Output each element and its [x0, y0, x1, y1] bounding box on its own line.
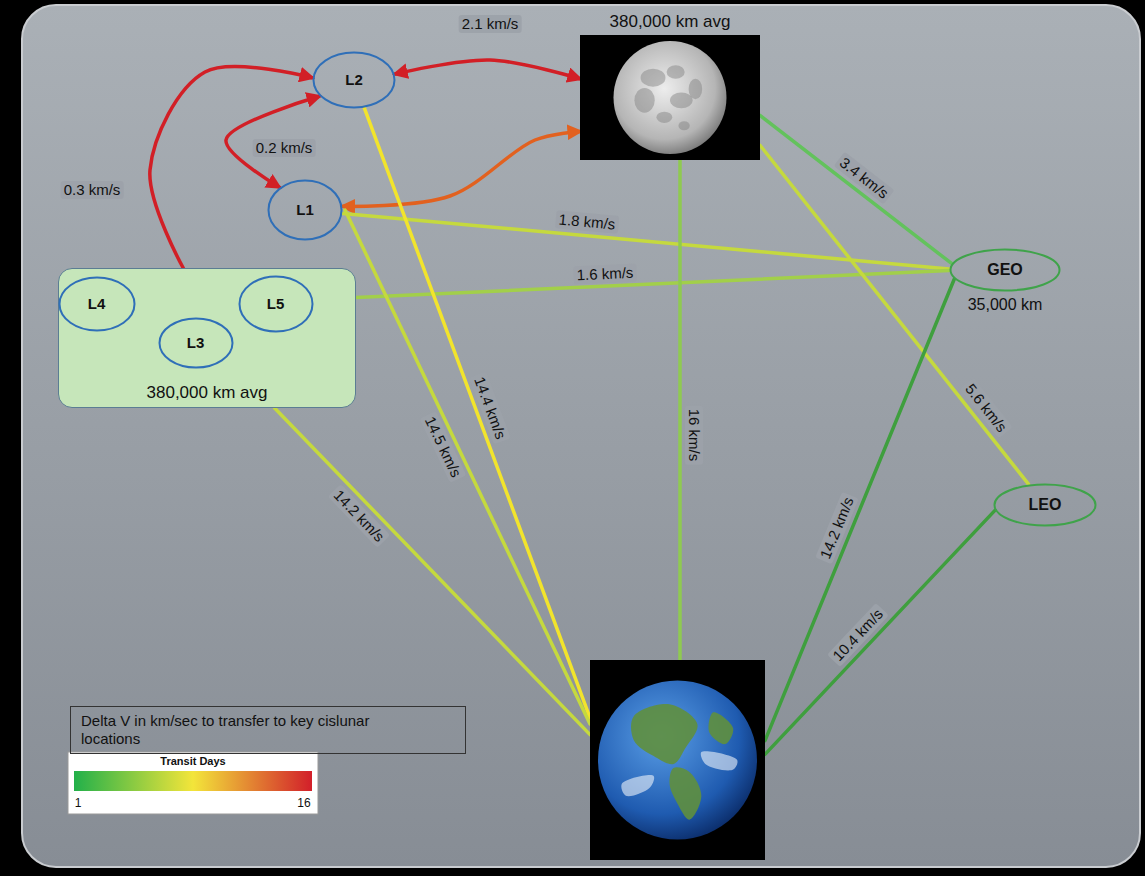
delta-v-label: 14.5 km/s	[419, 411, 466, 483]
ellipse-outline	[159, 318, 232, 367]
ellipse-outline	[995, 485, 1096, 526]
transfer-line	[395, 60, 580, 79]
delta-v-label: 10.4 km/s	[827, 603, 889, 667]
delta-v-label: 0.2 km/s	[253, 139, 316, 157]
earth-outline	[590, 660, 765, 860]
node-label: L4	[88, 295, 106, 313]
transfer-line	[226, 96, 319, 187]
lagrange-point: L2	[312, 51, 396, 109]
lagrange-region: 380,000 km avg L4L3 L5	[58, 268, 356, 408]
continent	[669, 767, 701, 819]
continent	[709, 712, 734, 744]
panel	[22, 5, 1140, 867]
delta-v-label: 0.3 km/s	[61, 181, 124, 199]
legend-max: 16	[297, 796, 310, 810]
cloud	[701, 751, 738, 770]
legend-title: Transit Days	[160, 755, 225, 768]
legend-box	[68, 752, 318, 814]
node-label: 380,000 km avg	[147, 383, 268, 403]
earth-image	[590, 660, 765, 860]
lagrange-point: L5	[238, 275, 314, 333]
cloud	[621, 775, 654, 796]
moon-image: 380,000 km avg	[580, 35, 760, 160]
moon-crater	[634, 88, 654, 113]
ellipse-outline	[59, 277, 134, 330]
delta-v-label: 16 km/s	[685, 406, 703, 465]
earth-backdrop	[590, 660, 765, 860]
ellipse-outline	[314, 53, 395, 108]
legend-note: Delta V in km/sec to transfer to key cis…	[70, 706, 466, 754]
transfer-line	[356, 270, 949, 297]
transfer-line	[765, 511, 995, 755]
transfer-line	[343, 213, 949, 269]
transfer-line	[150, 67, 312, 268]
delta-v-label: 1.8 km/s	[555, 210, 619, 234]
moon-crater	[670, 92, 693, 108]
node-label: 35,000 km	[968, 295, 1043, 314]
node-label: L2	[345, 71, 363, 89]
moon-outline	[580, 35, 760, 160]
transfer-line	[765, 279, 954, 740]
moon-crater	[656, 112, 672, 123]
orbit-ellipse: GEO35,000 km	[949, 248, 1061, 292]
delta-v-label: 1.6 km/s	[573, 264, 636, 285]
earth-disc	[598, 681, 757, 840]
node-label: GEO	[987, 260, 1023, 279]
delta-v-label: 14.4 km/s	[470, 372, 512, 445]
transfer-line	[760, 145, 1028, 484]
ellipse-outline	[951, 250, 1060, 291]
transfer-line	[275, 408, 590, 735]
moon-crater	[678, 121, 689, 130]
delta-v-label: 14.2 km/s	[328, 484, 390, 548]
node-label: LEO	[1029, 495, 1062, 514]
moon-crater	[689, 79, 703, 99]
ellipse-outline	[239, 276, 312, 331]
delta-v-label: 2.1 km/s	[459, 15, 522, 33]
moon-backdrop	[580, 35, 760, 160]
continent	[631, 704, 698, 764]
lagrange-point: L1	[267, 179, 343, 241]
lagrange-point: L4	[58, 276, 136, 332]
node-label: L5	[267, 295, 285, 313]
delta-v-label: 14.2 km/s	[815, 491, 859, 564]
node-label: L1	[296, 201, 314, 219]
orbit-ellipse: LEO	[993, 483, 1097, 527]
transfer-line	[345, 210, 590, 724]
node-label: 380,000 km avg	[610, 12, 731, 32]
moon-crater	[641, 69, 666, 87]
transfer-line	[364, 108, 590, 718]
transfer-line	[678, 160, 682, 660]
legend-gradient	[74, 771, 312, 791]
node-label: L3	[187, 334, 205, 352]
moon-disc	[614, 41, 727, 154]
transfer-line	[760, 115, 952, 263]
node-label: Delta V in km/sec to transfer to key cis…	[81, 712, 381, 748]
moon-crater	[667, 65, 685, 79]
legend-min: 1	[75, 796, 82, 810]
lagrange-point: L3	[158, 317, 234, 369]
delta-v-label: 3.4 km/s	[834, 152, 895, 205]
ellipse-outline	[269, 181, 342, 240]
delta-v-label: 5.6 km/s	[959, 377, 1012, 437]
